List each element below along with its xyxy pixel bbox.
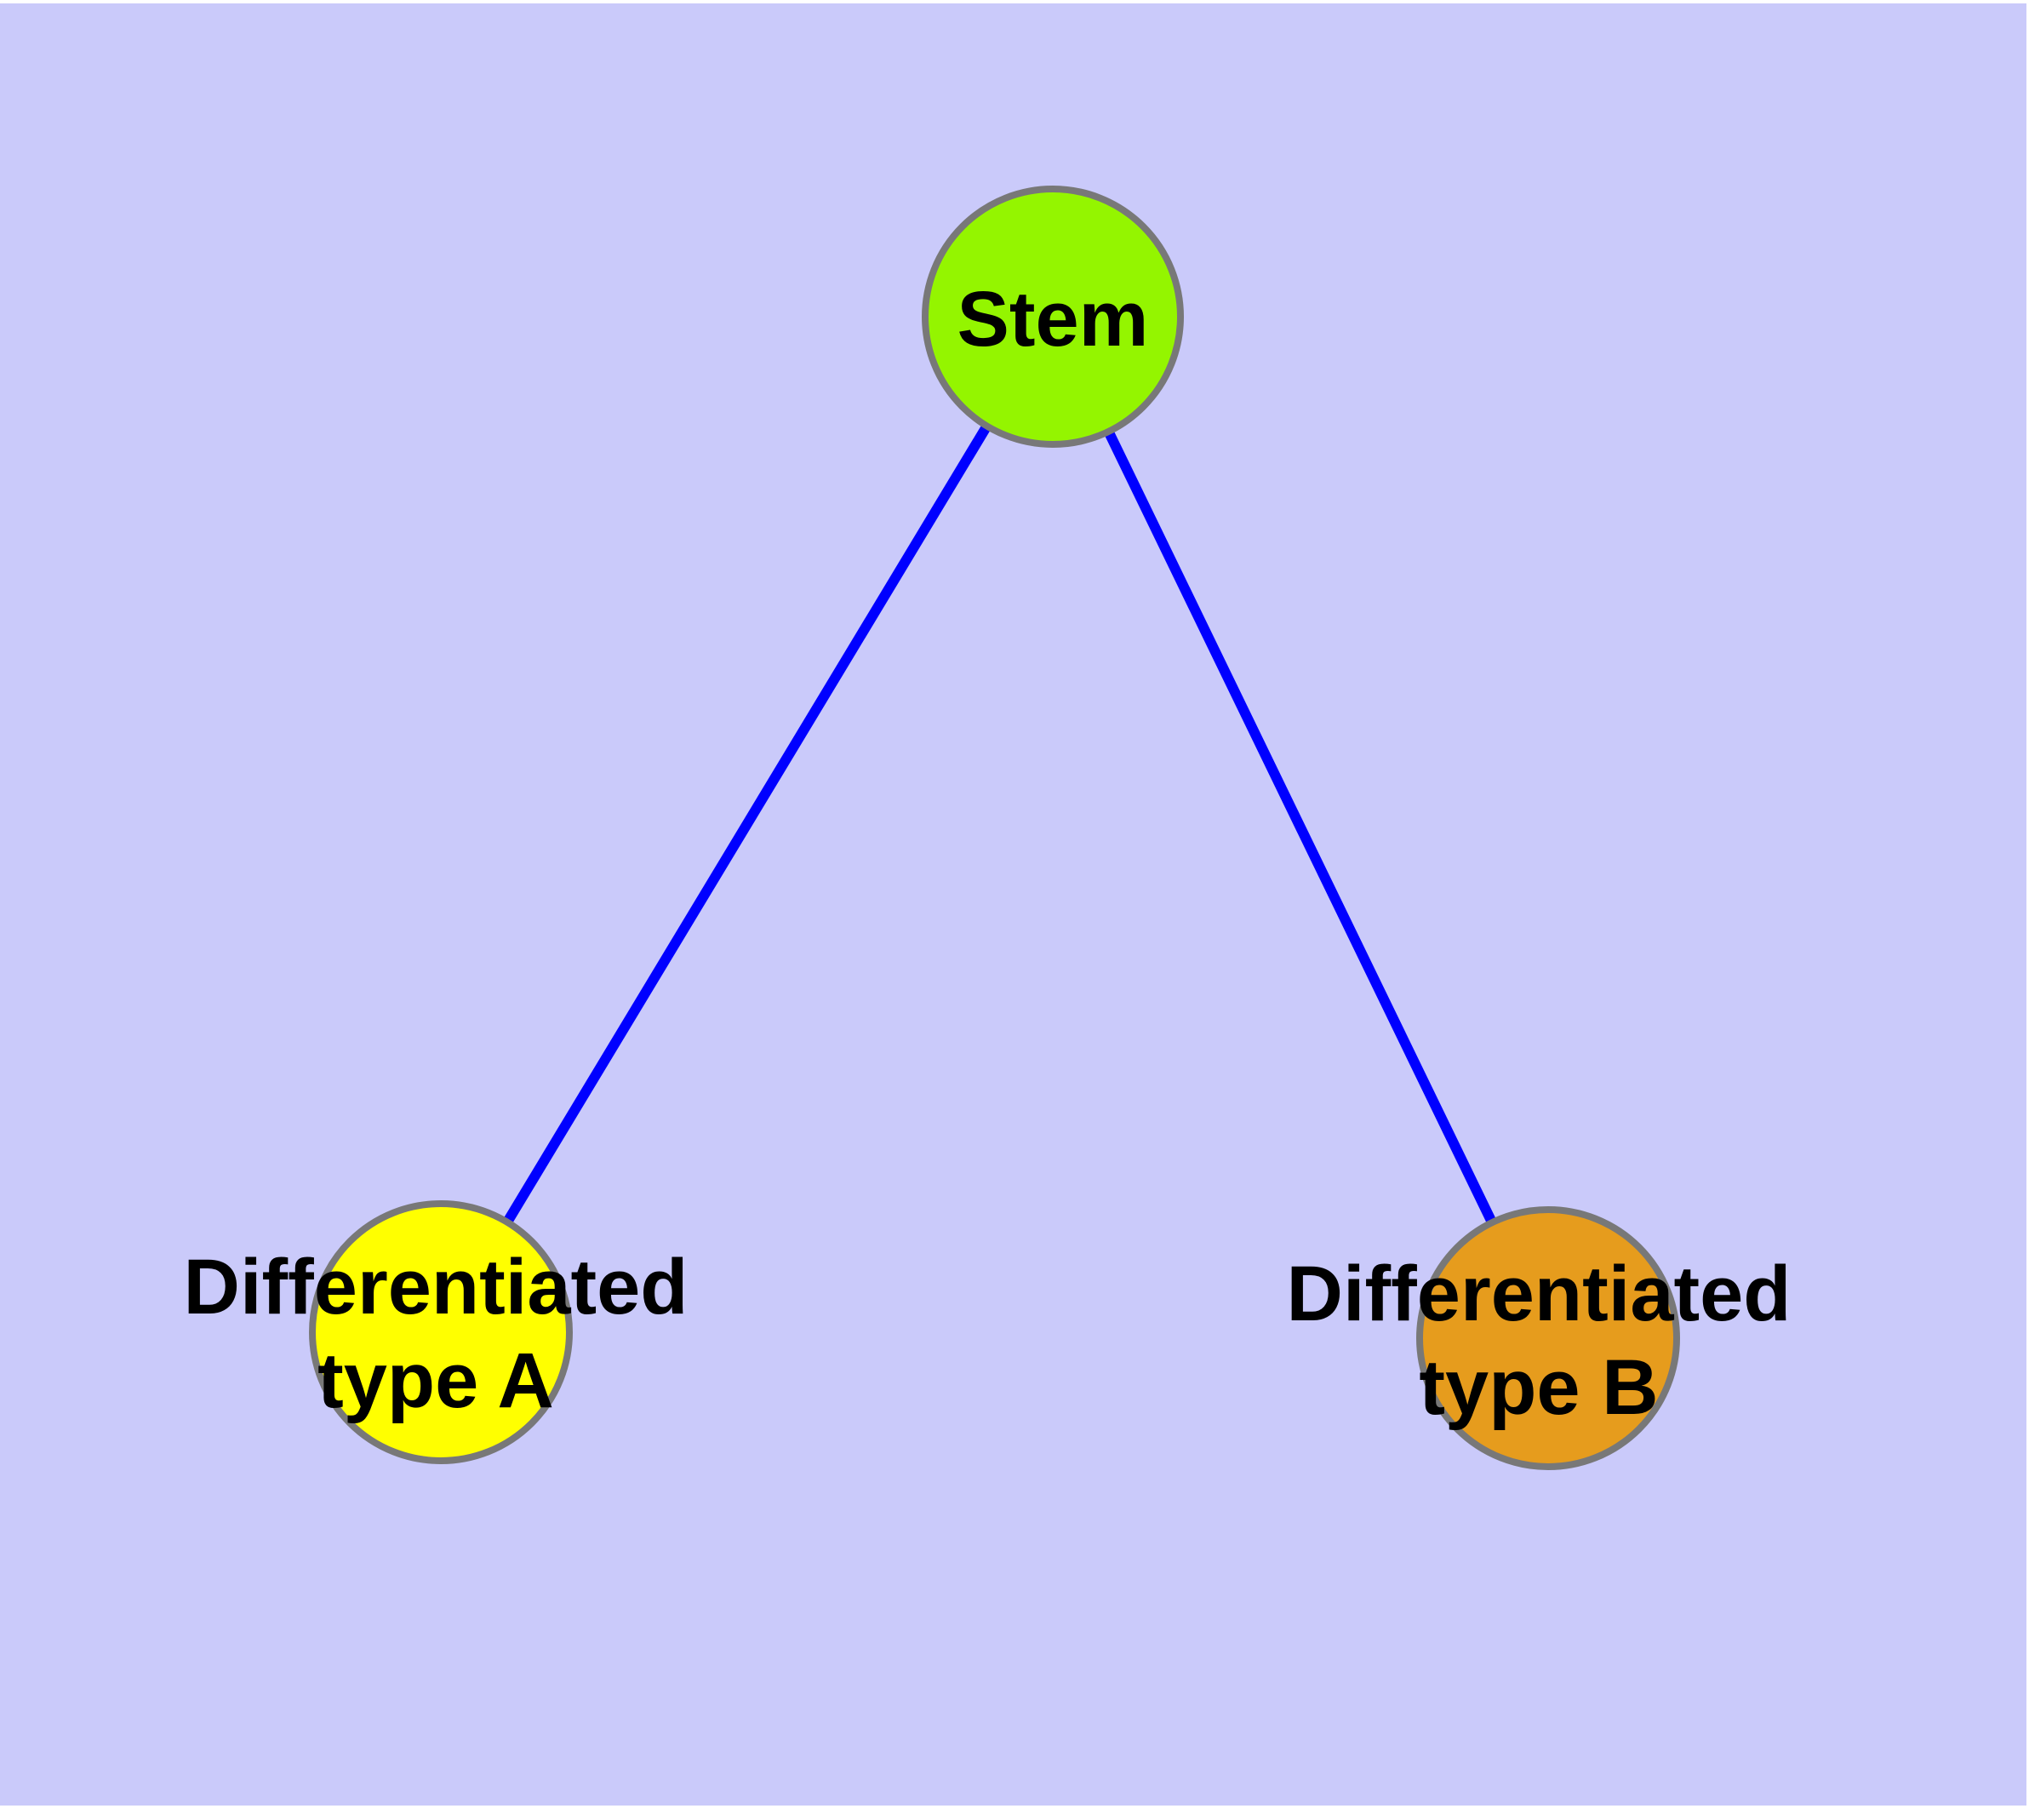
node-type-b-label-line2: type B xyxy=(1419,1344,1659,1431)
node-type-a-label: Differentiated type A xyxy=(184,1240,689,1428)
node-type-a-label-line2: type A xyxy=(317,1337,554,1424)
node-type-b-circle xyxy=(1416,1206,1680,1470)
node-type-b-label: Differentiated type B xyxy=(1287,1247,1792,1434)
node-type-b-label-line1: Differentiated xyxy=(1286,1251,1792,1337)
node-stem-circle xyxy=(922,186,1184,448)
node-stem-label-text: Stem xyxy=(957,276,1149,363)
edge-stem-to-type-a xyxy=(436,313,1058,1336)
edge-stem-to-type-b xyxy=(1048,314,1553,1341)
node-type-a-circle xyxy=(309,1200,573,1464)
node-stem-label: Stem xyxy=(957,272,1149,366)
node-type-a-label-line1: Differentiated xyxy=(183,1244,689,1331)
